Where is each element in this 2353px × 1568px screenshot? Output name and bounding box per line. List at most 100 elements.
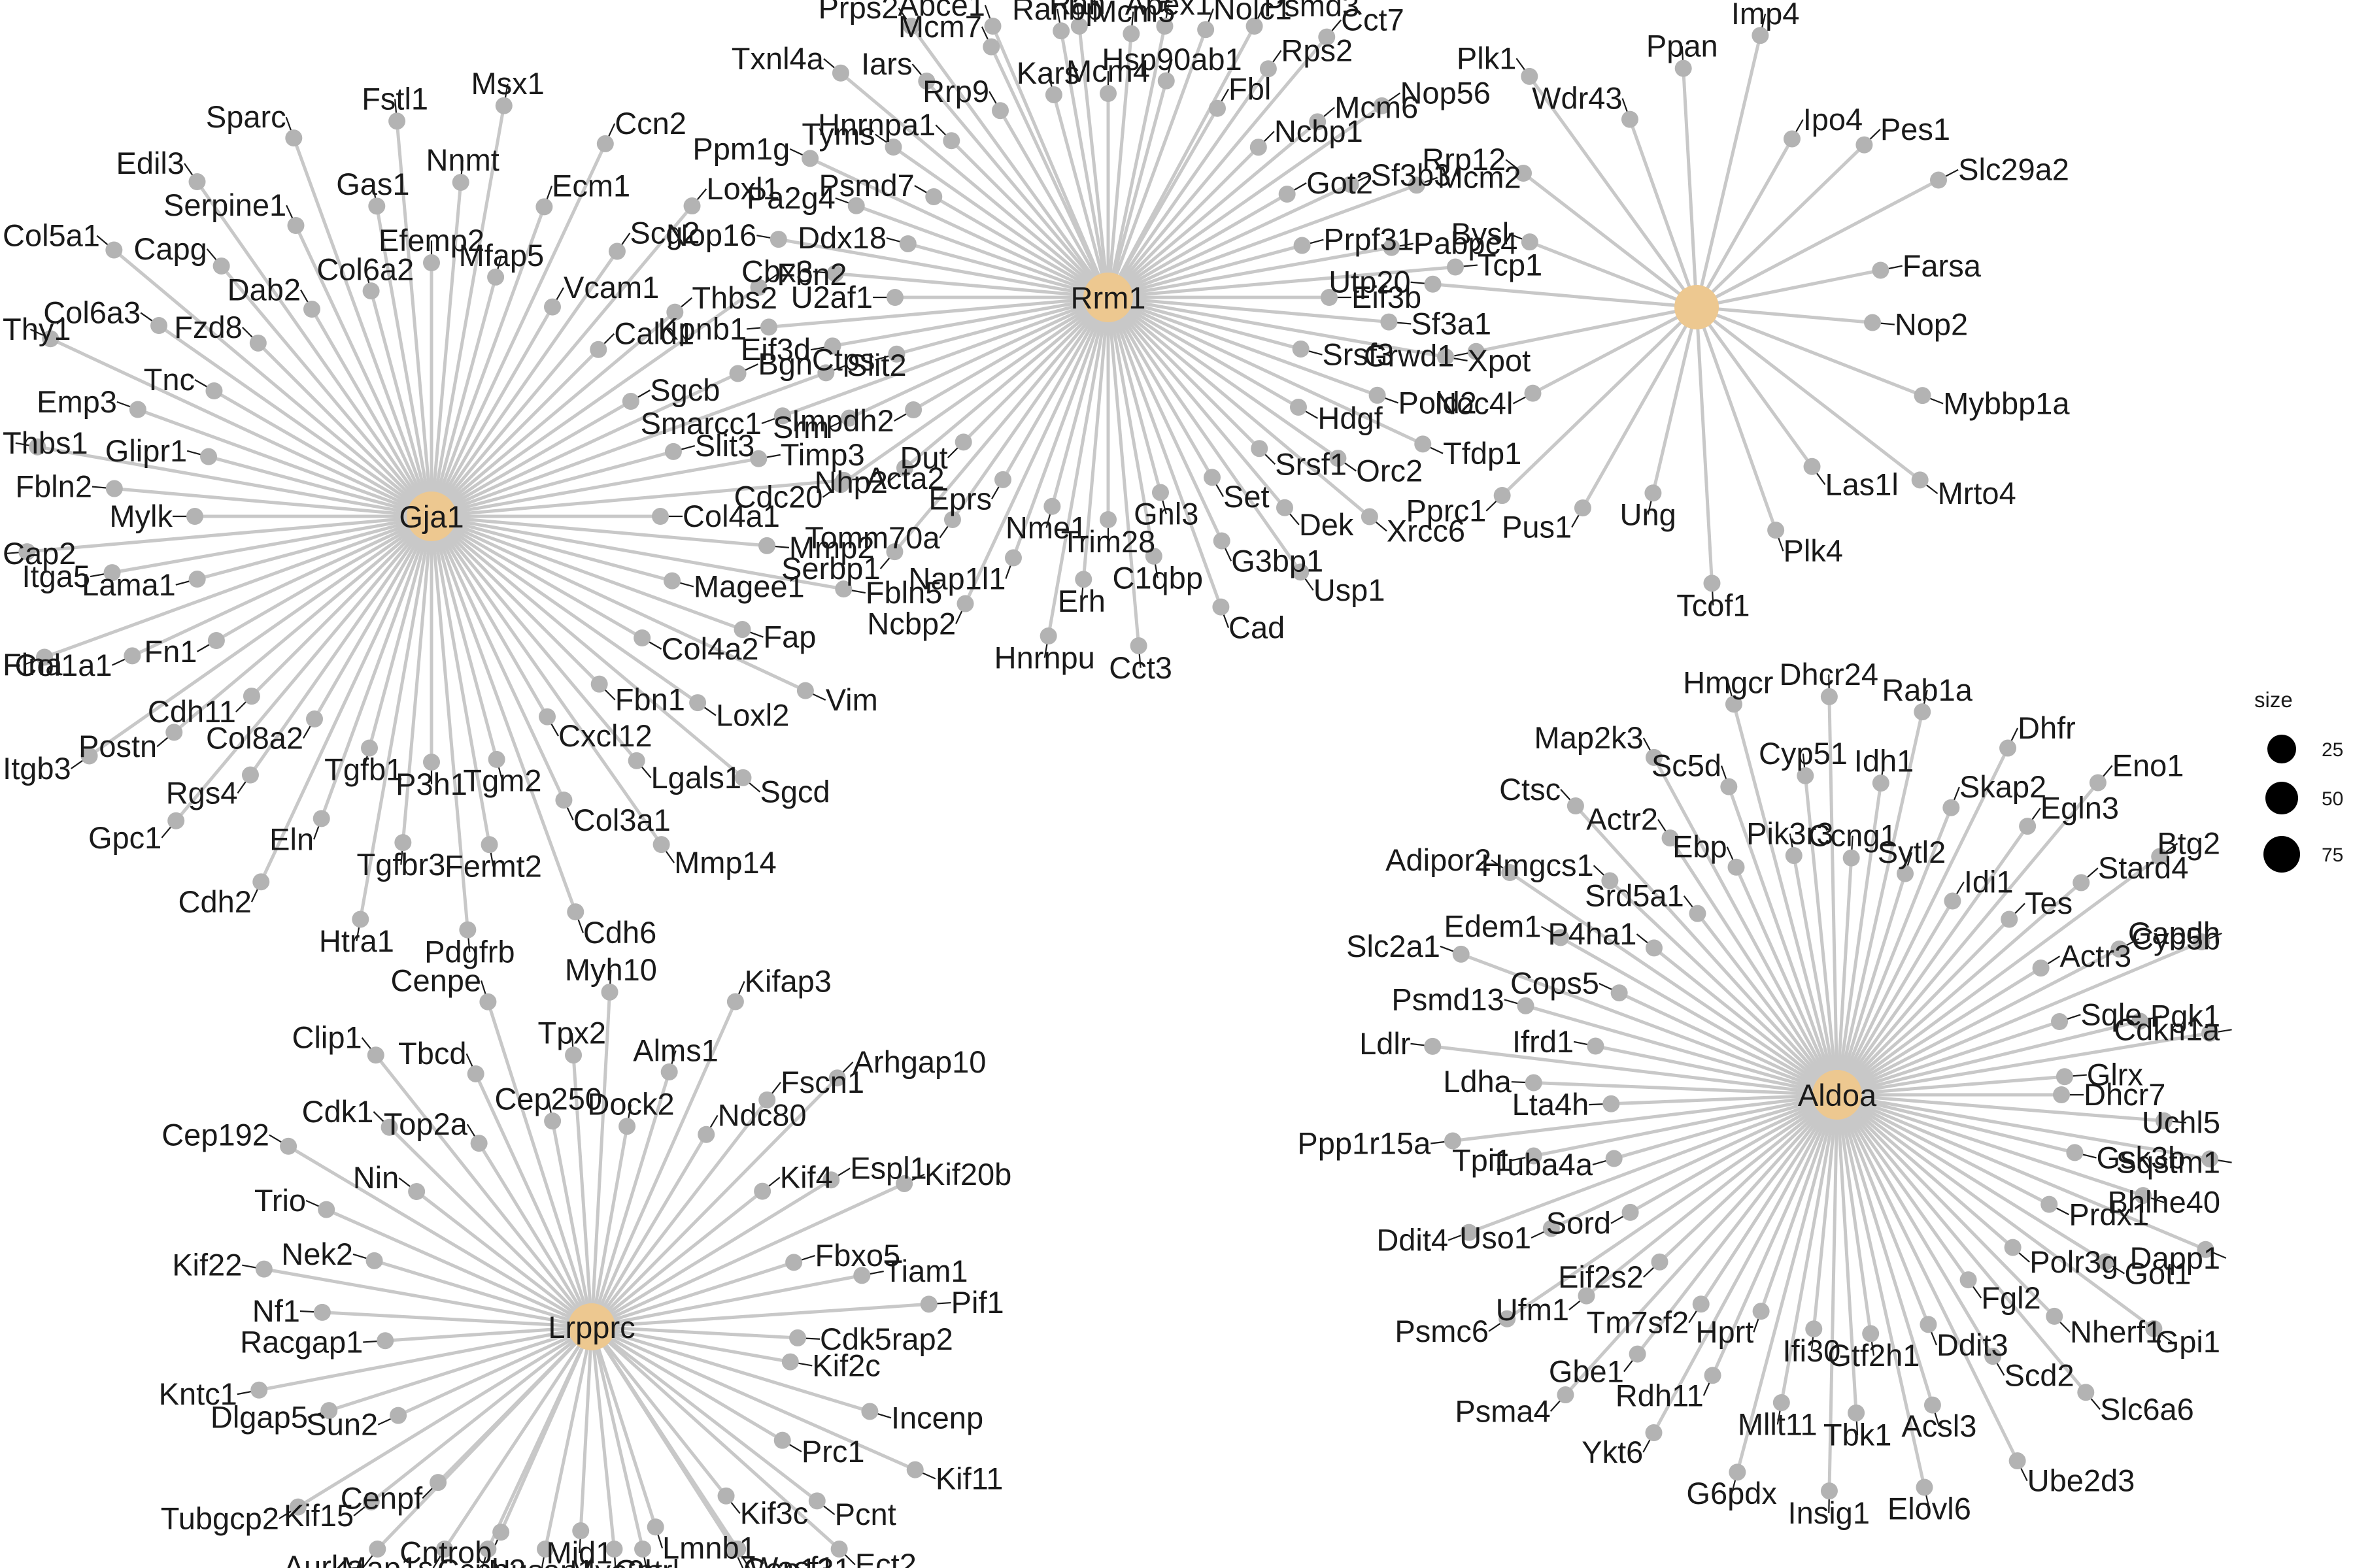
edge-gja1-itgb3 xyxy=(88,514,433,758)
edge-gja1-fermt2 xyxy=(430,516,492,845)
edge-aldoa-cyp51 xyxy=(1803,775,1839,1095)
gene-label-myo9b: Myo9b xyxy=(569,1554,662,1568)
gene-label-hmgcs1: Hmgcs1 xyxy=(1481,848,1593,882)
gene-node-fgl2 xyxy=(1959,1271,1977,1289)
edge-rrm1-mcm5 xyxy=(1106,33,1133,298)
gene-label-gnl3: Gnl3 xyxy=(1134,496,1198,531)
gene-label-xrcc6: Xrcc6 xyxy=(1387,513,1465,548)
gene-node-rab1a xyxy=(1914,703,1931,721)
edge-lrpprc-cntrob xyxy=(499,1326,594,1533)
gene-label-pprc1: Pprc1 xyxy=(1406,493,1486,528)
gene-label-nhp2: Nhp2 xyxy=(815,465,888,499)
edge-gja1-fbln5 xyxy=(431,514,844,591)
gene-node-psmd7 xyxy=(925,188,943,205)
gene-node-srsf1 xyxy=(1251,440,1268,458)
gene-label-cad: Cad xyxy=(1228,610,1285,645)
gene-node-fbn1 xyxy=(590,675,608,693)
gene-node-abce1 xyxy=(984,18,1002,35)
gene-label-col3a1: Col3a1 xyxy=(573,803,671,837)
edge-rrm1-srm xyxy=(848,295,1109,420)
gene-label-nusap1: Nusap1 xyxy=(488,1553,594,1568)
gene-node-dhcr24 xyxy=(1820,688,1838,705)
gene-label-nop2: Nop2 xyxy=(1895,307,1968,341)
gene-label-pabpc4: Pabpc4 xyxy=(1413,226,1517,261)
edge-cluster-3-mybbp1a xyxy=(1696,305,1923,397)
edge-lrpprc-dlgap5 xyxy=(328,1325,592,1412)
gene-node-ppm1g xyxy=(802,150,819,167)
gene-label-kifap3: Kifap3 xyxy=(745,963,832,998)
edge-gja1-sgcd xyxy=(430,515,745,779)
edge-gja1-col6a2 xyxy=(369,290,433,517)
edge-gja1-postn xyxy=(173,515,433,734)
gene-node-timp3 xyxy=(750,450,768,467)
gene-node-eif3b xyxy=(1321,289,1338,306)
edge-gja1-cdh2 xyxy=(259,515,433,883)
edge-gja1-col8a2 xyxy=(313,515,433,720)
gene-node-cdh6 xyxy=(567,903,584,921)
gene-node-ctps xyxy=(888,345,906,363)
gene-label-ran: Ran xyxy=(1049,0,1106,21)
gene-node-espl1 xyxy=(822,1171,840,1189)
gene-label-grwd1: Grwd1 xyxy=(1364,338,1454,373)
gene-node-cct3 xyxy=(1130,637,1147,654)
gene-label-actr3: Actr3 xyxy=(2059,939,2131,973)
edge-aldoa-hprt xyxy=(1759,1094,1839,1312)
gene-label-col8a2: Col8a2 xyxy=(206,720,303,755)
gene-label-incenp: Incenp xyxy=(891,1400,983,1435)
gene-node-col3a1 xyxy=(555,792,573,809)
gene-node-actr2 xyxy=(1661,829,1679,847)
gene-label-g6pdx: G6pdx xyxy=(1686,1476,1776,1510)
gene-label-ung: Ung xyxy=(1620,497,1676,531)
gene-node-fermt2 xyxy=(481,836,498,854)
gene-label-top2a: Top2a xyxy=(384,1107,468,1141)
gene-label-eif3d: Eif3d xyxy=(741,332,811,367)
gene-node-prdx1 xyxy=(2040,1195,2058,1213)
gene-label-eno1: Eno1 xyxy=(2112,748,2184,782)
edge-aldoa-hmgcr xyxy=(1732,703,1839,1095)
gene-label-fbln5: Fbln5 xyxy=(866,575,943,610)
gene-label-col4a1: Col4a1 xyxy=(683,499,780,533)
edge-gja1-msx1 xyxy=(430,105,506,517)
edge-aldoa-p4ha1 xyxy=(1653,946,1838,1096)
gene-node-kif2c xyxy=(781,1353,799,1371)
gene-node-tubgcp2 xyxy=(289,1498,307,1516)
gene-node-tgfb1 xyxy=(361,739,379,757)
gene-node-stard4 xyxy=(2073,874,2090,892)
gene-label-glrx: Glrx xyxy=(2087,1058,2143,1092)
gene-node-loxl1 xyxy=(683,197,701,215)
gene-label-tgfbr3: Tgfbr3 xyxy=(356,847,445,882)
gene-label-iars: Iars xyxy=(861,46,912,81)
gene-label-thbs1: Thbs1 xyxy=(3,425,88,460)
gene-label-ncbp1: Ncbp1 xyxy=(1274,114,1363,148)
gene-label-tcp1: Tcp1 xyxy=(1478,248,1542,282)
gene-node-ccng1 xyxy=(1842,849,1860,867)
gene-label-rdh11: Rdh11 xyxy=(1616,1378,1704,1412)
edge-aldoa-uso1 xyxy=(1550,1093,1838,1230)
gene-node-ufm1 xyxy=(1578,1287,1595,1305)
gene-node-gpi1 xyxy=(2145,1320,2163,1337)
legend-label-25: 25 xyxy=(2322,739,2343,761)
edge-aldoa-ppp1r15a xyxy=(1452,1093,1838,1143)
edge-rrm1-txnl4a xyxy=(839,71,1109,299)
edge-rrm1-eif3d xyxy=(832,295,1109,348)
gene-label-fstl1: Fstl1 xyxy=(362,81,428,116)
gene-node-cyb5b xyxy=(2110,940,2128,958)
gene-node-ddit3 xyxy=(1920,1316,1937,1333)
gene-label-mcm7: Mcm7 xyxy=(898,9,982,44)
gene-node-dock2 xyxy=(618,1118,636,1135)
edge-gja1-tgfb1 xyxy=(367,516,433,749)
edge-aldoa-mllt11 xyxy=(1780,1094,1839,1403)
edge-aldoa-eno1 xyxy=(1836,781,2099,1096)
gene-node-tes xyxy=(2001,910,2018,928)
gene-label-dhcr24: Dhcr24 xyxy=(1779,657,1878,692)
gene-node-pprc1 xyxy=(1493,487,1511,505)
gene-node-slc6a6 xyxy=(2077,1384,2095,1401)
gene-node-elovl6 xyxy=(1916,1478,1933,1496)
gene-node-mmp14 xyxy=(652,836,670,854)
gene-node-cdh2 xyxy=(252,873,270,891)
edge-lrpprc-cenpf xyxy=(437,1326,593,1484)
edge-aldoa-tbk1 xyxy=(1835,1094,1858,1413)
edge-gja1-lgals1 xyxy=(430,515,638,762)
gene-node-p3h1 xyxy=(423,754,440,771)
gene-node-flna xyxy=(35,648,53,666)
